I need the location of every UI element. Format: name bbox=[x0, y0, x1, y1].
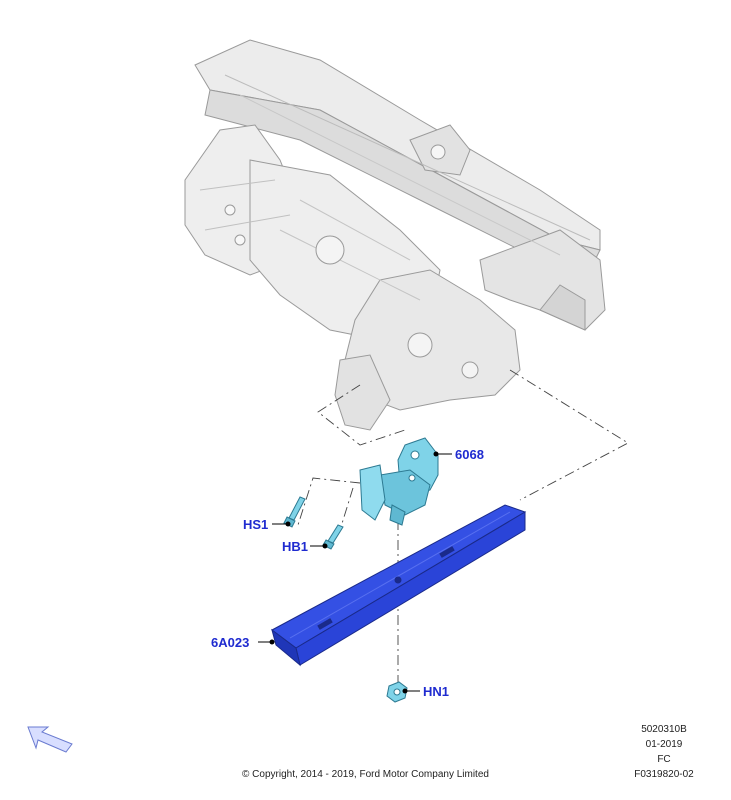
orientation-arrow-icon bbox=[27, 726, 73, 753]
callout-hb1: HB1 bbox=[282, 539, 308, 554]
callout-6a023: 6A023 bbox=[211, 635, 249, 650]
diagram-region: FC bbox=[657, 754, 671, 765]
diagram-date: 01-2019 bbox=[645, 739, 683, 750]
callout-hs1: HS1 bbox=[243, 517, 268, 532]
figure-number: F0319820-02 bbox=[634, 769, 694, 780]
transmission-mount bbox=[359, 437, 439, 526]
callout-6068: 6068 bbox=[455, 447, 484, 462]
transmission bbox=[184, 124, 521, 431]
diagram-code: 5020310B bbox=[641, 724, 687, 735]
callout-hn1: HN1 bbox=[423, 684, 449, 699]
crossmember bbox=[271, 504, 527, 667]
nut-hn1 bbox=[386, 681, 408, 703]
callout-dots bbox=[269, 451, 439, 694]
bolt-hb1 bbox=[322, 524, 344, 550]
copyright-notice: © Copyright, 2014 - 2019, Ford Motor Com… bbox=[242, 769, 489, 780]
vehicle-frame bbox=[194, 39, 606, 331]
